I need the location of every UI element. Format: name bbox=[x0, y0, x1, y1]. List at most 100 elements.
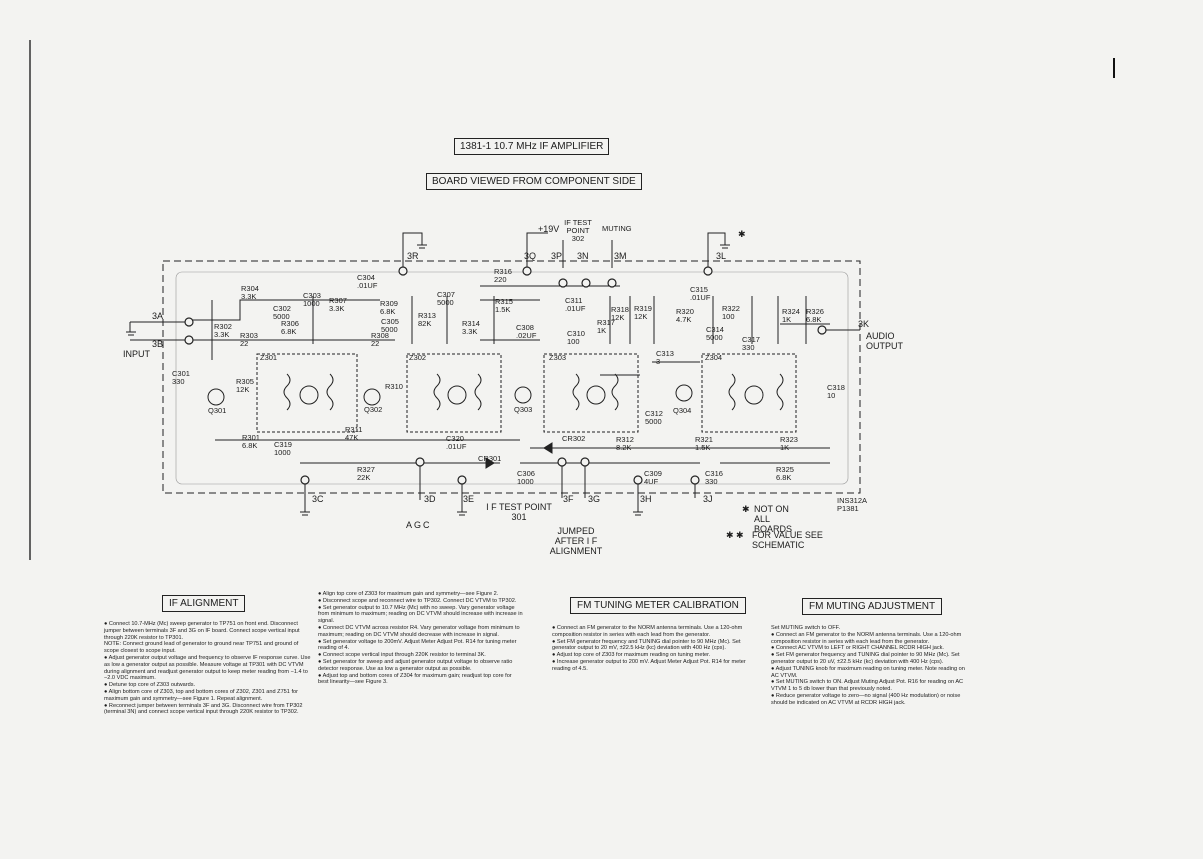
component-label: R325 6.8K bbox=[776, 465, 794, 482]
component-label: Z302 bbox=[409, 353, 427, 362]
instruction: ● Reconnect jumper between terminals 3F … bbox=[104, 702, 303, 716]
component-label: C301 330 bbox=[172, 369, 190, 386]
cr302-diode bbox=[543, 442, 553, 454]
component-label: R303 22 bbox=[240, 331, 258, 348]
component-label: R316 220 bbox=[494, 267, 512, 284]
component-label: C311 .01UF bbox=[565, 296, 586, 313]
component-label: R302 3.3K bbox=[214, 322, 232, 339]
z301-coil-2 bbox=[326, 373, 334, 411]
instruction: ● Adjust generator output voltage and fr… bbox=[104, 654, 311, 682]
component-label: R311 47K bbox=[345, 425, 363, 442]
terminal-3p: 3P bbox=[551, 251, 563, 261]
q302-transistor bbox=[363, 388, 381, 406]
eyelet-3p bbox=[558, 278, 568, 288]
z304-can bbox=[701, 353, 797, 433]
fm-tuning-title: FM TUNING METER CALIBRATION bbox=[570, 597, 746, 614]
instruction: Set MUTING switch to OFF. bbox=[771, 625, 840, 631]
z304-coil-2 bbox=[776, 373, 784, 411]
board-inner-outline bbox=[175, 271, 849, 485]
eyelet-3d bbox=[415, 457, 425, 467]
component-label: R319 12K bbox=[634, 304, 652, 321]
z304-coil bbox=[728, 373, 736, 411]
eyelet-3k bbox=[817, 325, 827, 335]
eyelet-3g bbox=[580, 457, 590, 467]
component-label: C302 5000 bbox=[273, 304, 291, 321]
eyelet-3c bbox=[300, 475, 310, 485]
audio-output-label: AUDIO OUTPUT bbox=[866, 331, 903, 351]
fm-tuning-body: ● Connect an FM generator to the NORM an… bbox=[552, 625, 757, 673]
z302-coil-2 bbox=[474, 373, 482, 411]
instruction: ● Set FM generator frequency and TUNING … bbox=[771, 652, 960, 665]
component-label: Q304 bbox=[673, 406, 692, 415]
diagram-subtitle: BOARD VIEWED FROM COMPONENT SIDE bbox=[426, 173, 642, 190]
instruction: ● Adjust top and bottom cores of Z304 fo… bbox=[318, 672, 512, 686]
instruction: ● Set generator output to 10.7 MHz (Mc) … bbox=[318, 604, 523, 625]
ground-symbol bbox=[126, 244, 730, 516]
component-label: C319 1000 bbox=[274, 440, 292, 457]
component-label: C305 5000 bbox=[381, 317, 399, 334]
component-label: R310 bbox=[385, 382, 403, 391]
instruction: ● Increase generator output to 200 mV. A… bbox=[552, 658, 746, 672]
instruction: ● Connect scope vertical input through 2… bbox=[318, 652, 486, 659]
component-label: R304 3.3K bbox=[241, 284, 259, 301]
if-alignment-col2: ● Align top core of Z303 for maximum gai… bbox=[318, 591, 523, 686]
if-test-point-301-label: I F TEST POINT 301 bbox=[486, 502, 552, 522]
component-label: R305 12K bbox=[236, 377, 254, 394]
instruction: ● Align top core of Z303 for maximum gai… bbox=[318, 591, 499, 597]
z303-core bbox=[586, 385, 606, 405]
part-number: INS312A P1381 bbox=[837, 496, 867, 513]
component-label: C304 .01UF bbox=[357, 273, 378, 290]
component-label: C313 3 bbox=[656, 349, 674, 366]
terminal-3d: 3D bbox=[424, 494, 436, 504]
component-label: CR302 bbox=[562, 434, 586, 443]
component-label: R324 1K bbox=[782, 307, 800, 324]
component-label: C310 100 bbox=[567, 329, 585, 346]
eyelet-3q bbox=[522, 266, 532, 276]
terminal-3l: 3L bbox=[716, 251, 727, 261]
component-label: C316 330 bbox=[705, 469, 723, 486]
terminal-3j: 3J bbox=[703, 494, 713, 504]
eyelet-3a bbox=[184, 317, 194, 327]
component-label: R326 6.8K bbox=[806, 307, 824, 324]
lead-3q bbox=[526, 232, 548, 268]
component-label: R320 4.7K bbox=[676, 307, 694, 324]
cr301-diode bbox=[485, 457, 495, 469]
eyelet-3r bbox=[398, 266, 408, 276]
component-label: C312 5000 bbox=[645, 409, 663, 426]
component-label: R308 22 bbox=[371, 331, 389, 348]
eyelet-3b bbox=[184, 335, 194, 345]
q303-transistor bbox=[514, 386, 532, 404]
instruction: ● Adjust TUNING knob for maximum reading… bbox=[771, 665, 965, 679]
component-label: Z303 bbox=[549, 353, 567, 362]
not-on-all-asterisk: ✱ bbox=[742, 504, 750, 514]
z303-can bbox=[543, 353, 639, 433]
z304-core bbox=[744, 385, 764, 405]
component-label: R309 6.8K bbox=[380, 299, 398, 316]
component-label: C318 10 bbox=[827, 383, 845, 400]
component-label: R317 1K bbox=[597, 318, 615, 335]
if-alignment-col1: ● Connect 10.7-MHz (Mc) sweep generator … bbox=[104, 621, 312, 716]
eyelet-3l bbox=[703, 266, 713, 276]
z301-core bbox=[299, 385, 319, 405]
terminal-3m: 3M bbox=[614, 251, 627, 261]
component-label: C308 .02UF bbox=[516, 323, 537, 340]
component-label: C309 4UF bbox=[644, 469, 662, 486]
component-label: R322 100 bbox=[722, 304, 740, 321]
diagram-title: 1381-1 10.7 MHz IF AMPLIFIER bbox=[454, 138, 610, 155]
component-label: R321 1.5K bbox=[695, 435, 713, 452]
instruction: ● Align bottom core of Z303, top and bot… bbox=[104, 688, 298, 702]
component-label: R318 12K bbox=[611, 305, 629, 322]
instruction: ● Connect DC VTVM across resistor R4. Va… bbox=[318, 624, 520, 638]
terminal-3r: 3R bbox=[407, 251, 419, 261]
component-label: Q302 bbox=[364, 405, 383, 414]
terminal-3n: 3N bbox=[577, 251, 589, 261]
fm-muting-title: FM MUTING ADJUSTMENT bbox=[802, 598, 943, 615]
component-label: Z304 bbox=[705, 353, 723, 362]
instruction: ● Set MUTING switch to ON. Adjust Muting… bbox=[771, 679, 964, 693]
component-label: C314 5000 bbox=[706, 325, 724, 342]
instruction: ● Set FM generator frequency and TUNING … bbox=[552, 638, 741, 652]
component-label: R327 22K bbox=[357, 465, 375, 482]
eyelet-3f bbox=[557, 457, 567, 467]
eyelet-3m bbox=[607, 278, 617, 288]
terminal-3e: 3E bbox=[463, 494, 475, 504]
